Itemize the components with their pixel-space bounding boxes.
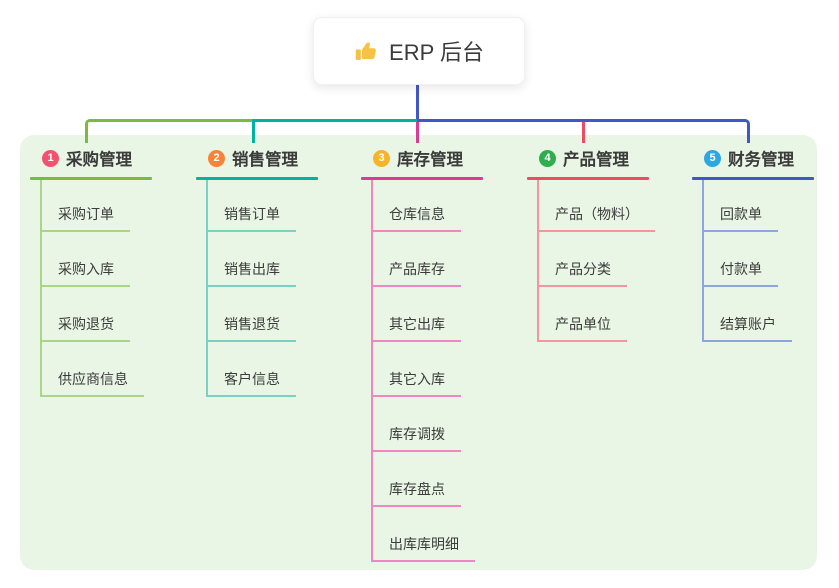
drop-line-product [582, 122, 585, 143]
branch-label: 采购管理 [66, 151, 132, 169]
branches-background-panel [20, 135, 817, 570]
bus-segment-teal [252, 119, 417, 143]
child-item[interactable]: 产品分类 [537, 261, 627, 287]
child-item[interactable]: 销售出库 [206, 261, 296, 287]
child-item[interactable]: 销售退货 [206, 316, 296, 342]
bus-segment-green [85, 119, 252, 143]
branch-label: 库存管理 [397, 151, 463, 169]
bus-segment-indigo [417, 119, 750, 143]
branch-title[interactable]: 2 销售管理 [208, 148, 298, 169]
child-item[interactable]: 产品库存 [371, 261, 461, 287]
branch-label: 销售管理 [232, 151, 298, 169]
drop-line-inventory [416, 122, 419, 143]
root-node[interactable]: ERP 后台 [313, 17, 525, 85]
child-item[interactable]: 采购订单 [40, 206, 130, 232]
branch-label: 财务管理 [728, 151, 794, 169]
child-item[interactable]: 产品（物料） [537, 206, 655, 232]
child-item[interactable]: 库存盘点 [371, 481, 461, 507]
branch-title[interactable]: 4 产品管理 [539, 148, 629, 169]
children-connector [702, 180, 704, 342]
child-item[interactable]: 采购入库 [40, 261, 130, 287]
children-connector [371, 180, 373, 562]
child-item[interactable]: 仓库信息 [371, 206, 461, 232]
child-item[interactable]: 其它出库 [371, 316, 461, 342]
branch-underline [30, 177, 152, 180]
children-connector [40, 180, 42, 397]
child-item[interactable]: 采购退货 [40, 316, 130, 342]
branch-underline [361, 177, 483, 180]
child-item[interactable]: 回款单 [702, 206, 778, 232]
branch-number-badge: 2 [208, 149, 225, 167]
child-item[interactable]: 产品单位 [537, 316, 627, 342]
child-item[interactable]: 付款单 [702, 261, 778, 287]
branch-title[interactable]: 5 财务管理 [704, 148, 794, 169]
root-label: ERP 后台 [389, 40, 484, 65]
child-item[interactable]: 其它入库 [371, 371, 461, 397]
root-connector-line [416, 83, 419, 122]
branch-number-badge: 4 [539, 149, 556, 167]
child-item[interactable]: 客户信息 [206, 371, 296, 397]
branch-underline [196, 177, 318, 180]
child-item[interactable]: 销售订单 [206, 206, 296, 232]
child-item[interactable]: 库存调拨 [371, 426, 461, 452]
branch-title[interactable]: 3 库存管理 [373, 148, 463, 169]
children-connector [537, 180, 539, 342]
thumbs-up-icon [354, 39, 378, 63]
branch-number-badge: 1 [42, 149, 59, 167]
branch-number-badge: 3 [373, 149, 390, 167]
child-item[interactable]: 结算账户 [702, 316, 792, 342]
branch-label: 产品管理 [563, 151, 629, 169]
children-connector [206, 180, 208, 397]
child-item[interactable]: 出库库明细 [371, 536, 475, 562]
branch-underline [692, 177, 814, 180]
branch-number-badge: 5 [704, 149, 721, 167]
branch-underline [527, 177, 649, 180]
branch-title[interactable]: 1 采购管理 [42, 148, 132, 169]
child-item[interactable]: 供应商信息 [40, 371, 144, 397]
